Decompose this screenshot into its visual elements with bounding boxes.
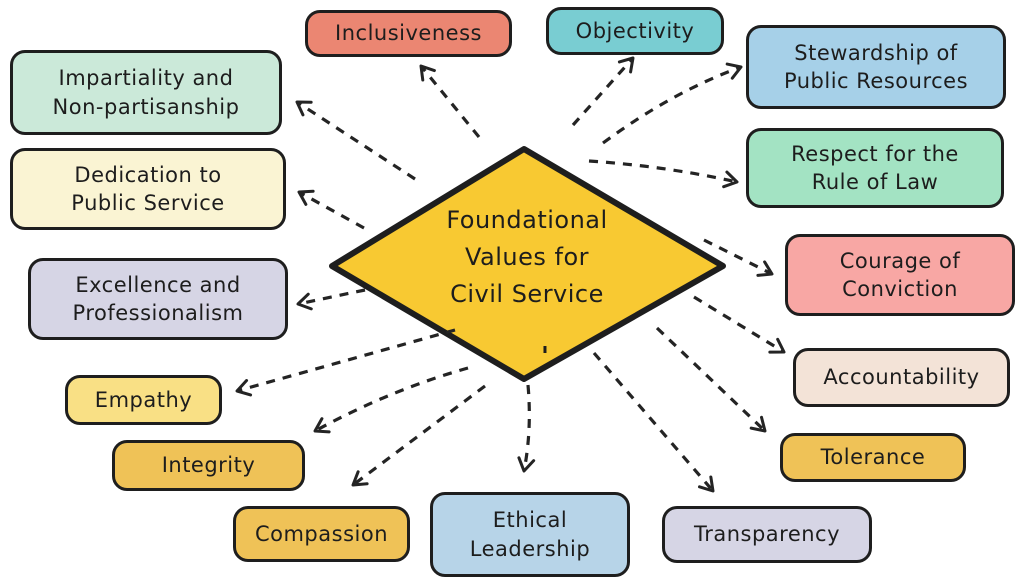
center-node-label: Foundational Values for Civil Service (446, 206, 608, 309)
node-tolerance: Tolerance (780, 433, 966, 482)
arrow-center-to-stewardship (602, 62, 743, 145)
node-impartiality: Impartiality and Non-partisanship (10, 50, 282, 135)
arrow-center-to-courage (703, 238, 774, 277)
arrow-center-to-inclusiveness (419, 64, 481, 139)
node-dedication: Dedication to Public Service (10, 148, 286, 230)
node-inclusiveness: Inclusiveness (305, 10, 512, 57)
arrow-center-to-transparency (592, 351, 715, 493)
node-empathy: Empathy (65, 375, 222, 425)
arrow-center-to-tolerance (655, 326, 767, 433)
node-integrity: Integrity (112, 440, 305, 491)
arrow-center-to-ethical (517, 384, 536, 473)
arrow-center-to-integrity (313, 366, 469, 434)
arrow-center-to-excellence (296, 288, 366, 311)
node-ethical: Ethical Leadership (430, 492, 630, 577)
center-diamond-shape (329, 146, 726, 382)
node-excellence: Excellence and Professionalism (28, 258, 288, 340)
node-compassion: Compassion (233, 506, 410, 562)
node-accountability: Accountability (793, 348, 1010, 407)
node-transparency: Transparency (662, 506, 872, 563)
arrow-center-to-objectivity (571, 56, 635, 127)
arrow-center-to-accountability (693, 295, 786, 354)
arrow-center-to-dedication (297, 189, 365, 230)
arrow-center-to-empathy (235, 328, 456, 397)
arrow-center-to-respect (588, 159, 739, 189)
arrow-center-to-compassion (351, 384, 486, 487)
node-respect: Respect for the Rule of Law (746, 128, 1004, 208)
arrow-center-to-impartiality (295, 100, 416, 181)
node-courage: Courage of Conviction (785, 234, 1015, 316)
node-objectivity: Objectivity (546, 7, 724, 55)
node-stewardship: Stewardship of Public Resources (746, 25, 1006, 109)
stray-mark: ' (541, 342, 549, 372)
